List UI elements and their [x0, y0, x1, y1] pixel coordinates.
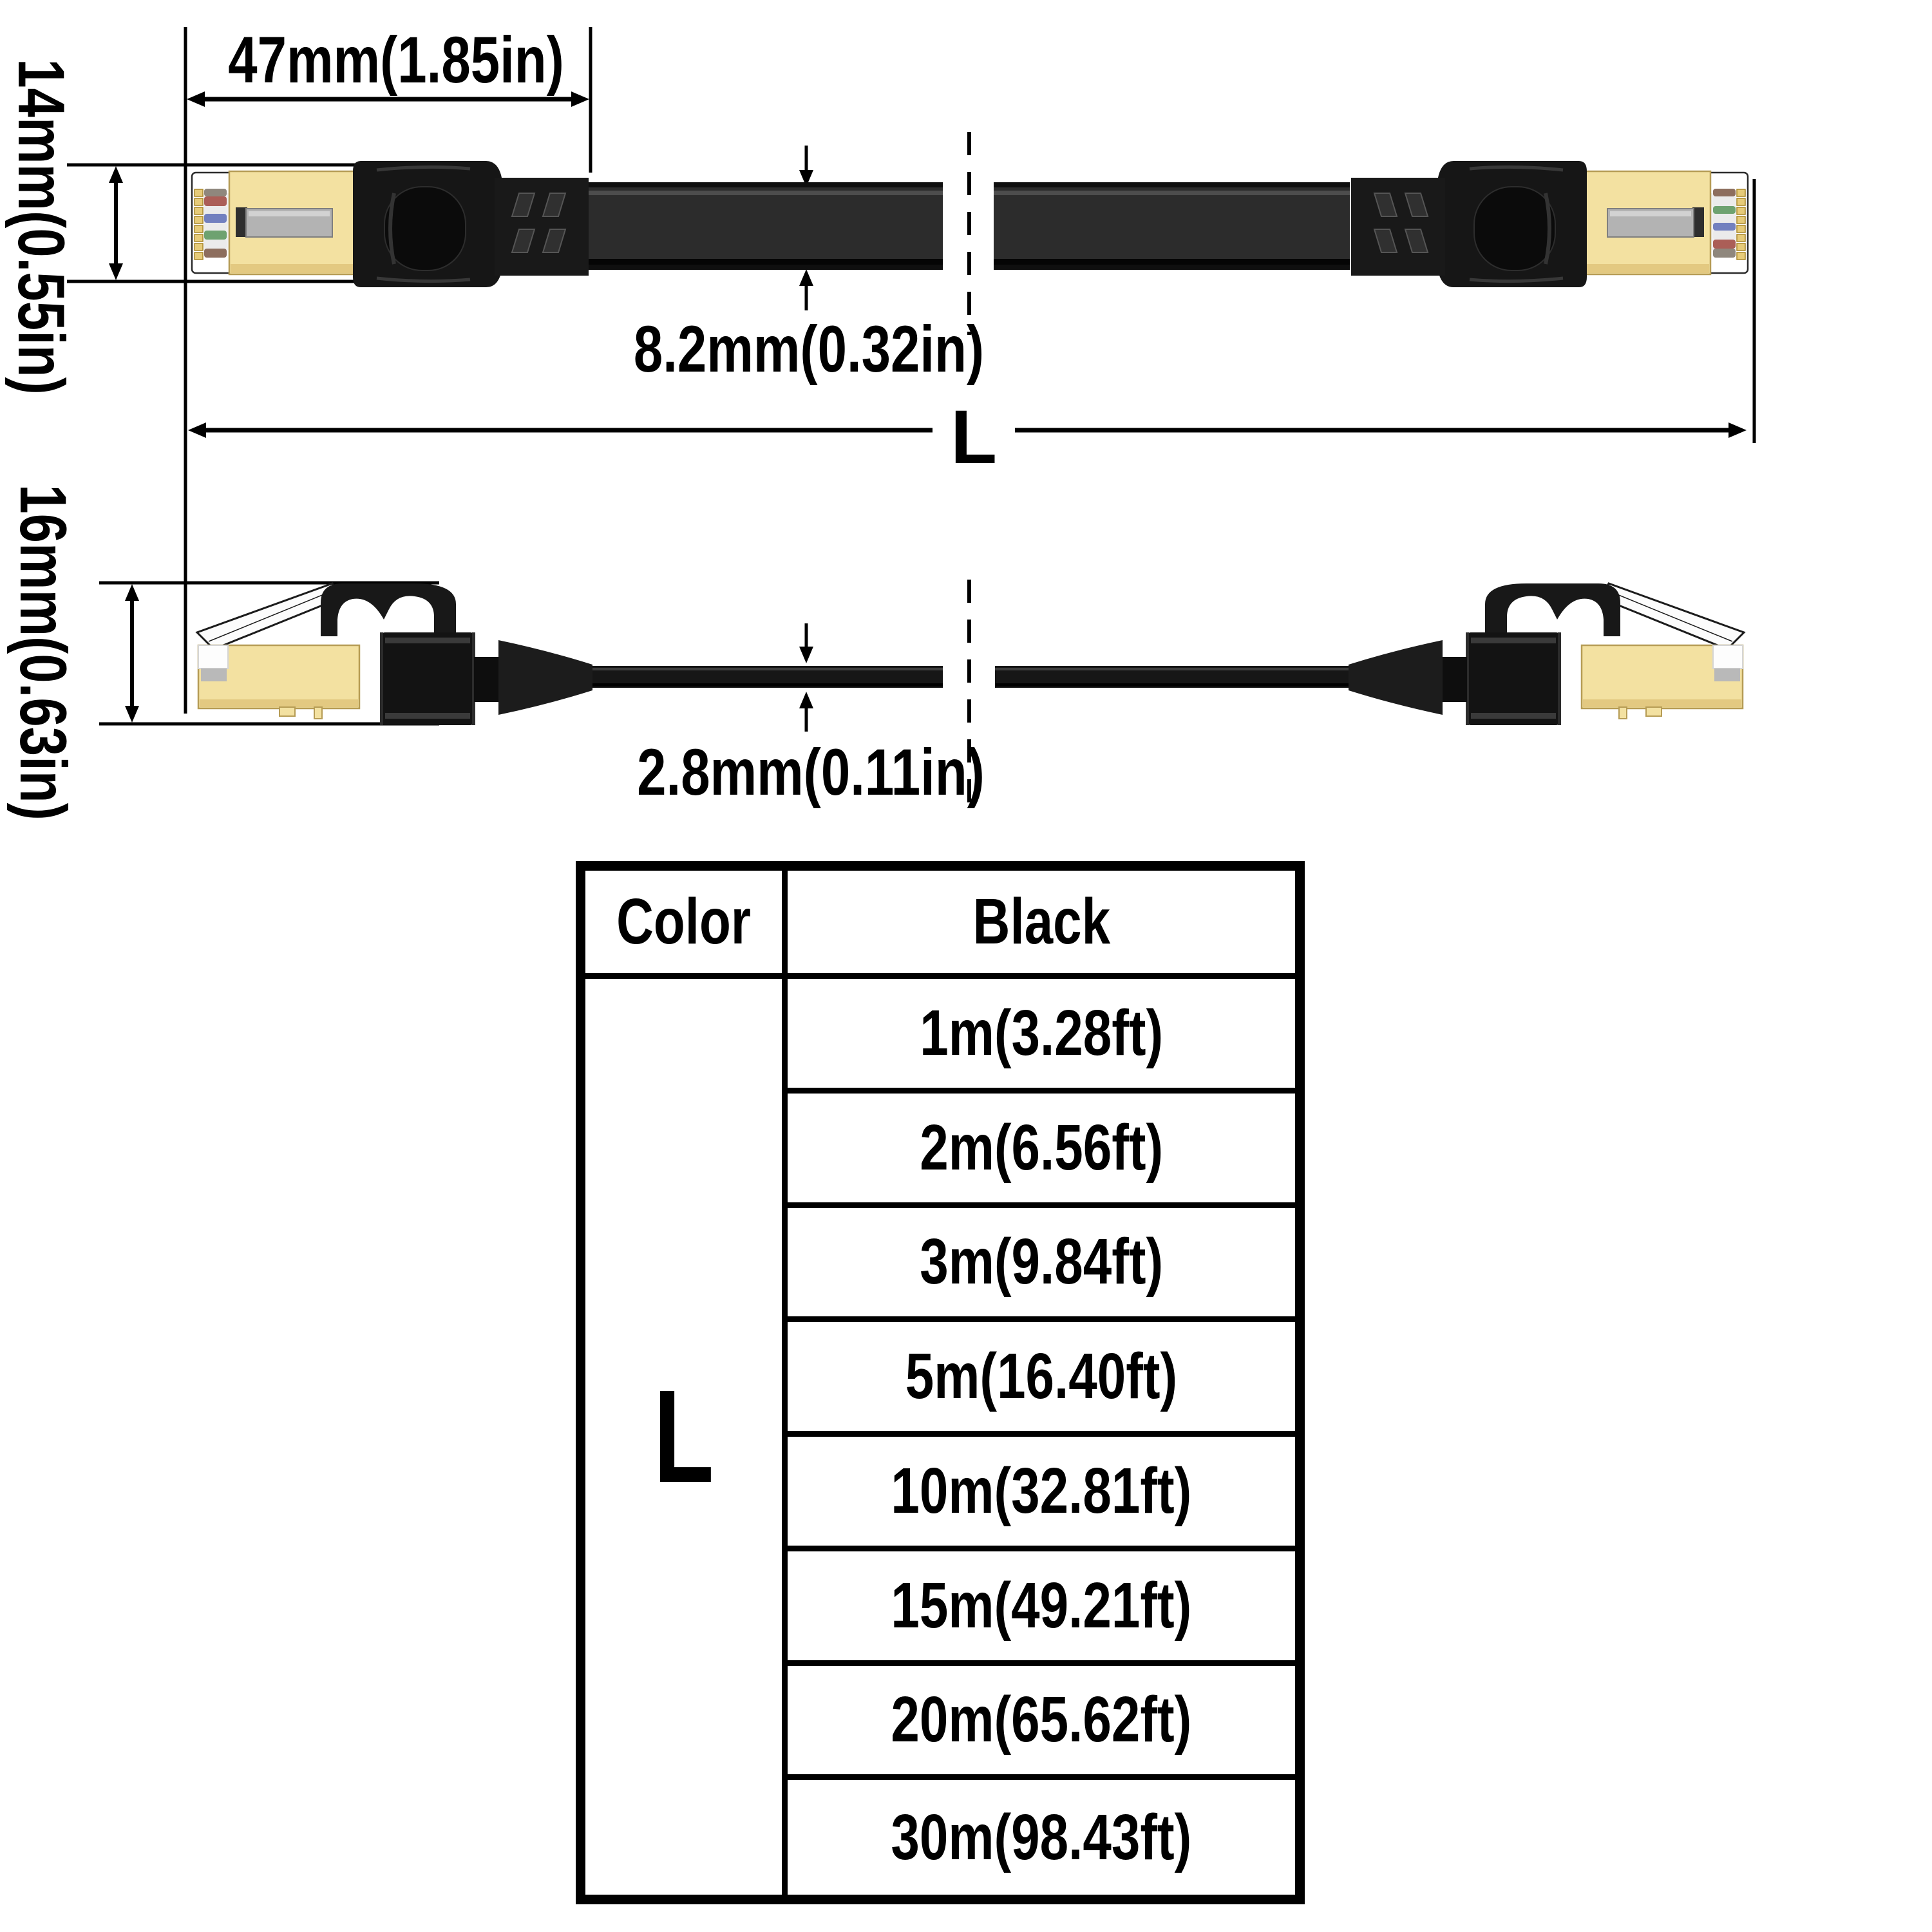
length-value: 1m(3.28ft) [920, 996, 1163, 1069]
dim-label-16mm: 16mm(0.63in) [6, 484, 80, 820]
length-value: 15m(49.21ft) [891, 1569, 1192, 1642]
table-row-length-30m: 30m(98.43ft) [788, 1780, 1295, 1895]
flat-cable-band-right [994, 182, 1350, 270]
dim-47mm-arrow [187, 91, 589, 107]
extension-lines [67, 27, 1756, 726]
wire-stripes-left [194, 189, 227, 260]
arrowhead-right [1728, 422, 1747, 438]
length-value: 2m(6.56ft) [920, 1111, 1163, 1184]
round-cable-left [591, 666, 943, 688]
arrowhead-up [125, 584, 139, 601]
arrowhead-up [799, 692, 813, 708]
arrowhead-up [109, 166, 123, 183]
round-cable-right [995, 666, 1350, 688]
arrowhead-down [799, 647, 813, 663]
table-length-symbol-cell: L [585, 979, 788, 1895]
dim-8.2mm-arrows [799, 146, 813, 310]
table-row-length-15m: 15m(49.21ft) [788, 1551, 1295, 1666]
dim-length-arrow [188, 422, 1747, 438]
dim-label-length-L: L [950, 395, 998, 480]
rj45-plug-top-right [1351, 161, 1748, 287]
table-row-length-3m: 3m(9.84ft) [788, 1208, 1295, 1323]
length-value: 20m(65.62ft) [891, 1683, 1192, 1756]
length-value: 30m(98.43ft) [891, 1801, 1192, 1873]
spec-table: Color Black L 1m(3.28ft) 2m(6.56ft) 3m(9… [576, 861, 1305, 1904]
rj45-plug-side-left [196, 582, 594, 726]
arrowhead-left [187, 91, 205, 107]
gold-pins-right [1736, 189, 1746, 260]
arrowhead-left [188, 422, 206, 438]
table-row-length-5m: 5m(16.40ft) [788, 1322, 1295, 1437]
flat-cable-band-left [587, 182, 943, 270]
table-header-black-value: Black [972, 886, 1110, 958]
arrowhead-down [799, 170, 813, 187]
table-row-length-1m: 1m(3.28ft) [788, 979, 1295, 1094]
arrowhead-down [109, 263, 123, 280]
table-row-length-2m: 2m(6.56ft) [788, 1094, 1295, 1208]
rj45-plug-top-left [192, 161, 589, 287]
arrowhead-right [571, 91, 589, 107]
table-length-symbol: L [653, 1363, 714, 1510]
dim-16mm-arrow [125, 584, 139, 723]
arrowhead-up [799, 269, 813, 286]
table-row-length-10m: 10m(32.81ft) [788, 1437, 1295, 1551]
dim-label-8.2mm: 8.2mm(0.32in) [633, 312, 985, 386]
dim-label-2.8mm: 2.8mm(0.11in) [637, 735, 985, 809]
wire-stripes-right [1713, 189, 1746, 260]
rj45-plug-side-right [1347, 582, 1745, 726]
dim-2.8mm-arrows [799, 623, 813, 732]
length-value: 3m(9.84ft) [920, 1226, 1163, 1298]
table-header-black: Black [788, 871, 1295, 979]
table-header-color-label: Color [616, 886, 751, 958]
dim-label-47mm: 47mm(1.85in) [228, 23, 564, 97]
length-value: 10m(32.81ft) [891, 1454, 1192, 1527]
arrowhead-down [125, 706, 139, 723]
dim-14mm-arrow [109, 166, 123, 280]
table-row-length-20m: 20m(65.62ft) [788, 1666, 1295, 1781]
table-header-color: Color [585, 871, 788, 979]
gold-pins-left [194, 189, 204, 260]
dim-label-14mm: 14mm(0.55in) [5, 59, 78, 395]
length-value: 5m(16.40ft) [905, 1340, 1178, 1413]
